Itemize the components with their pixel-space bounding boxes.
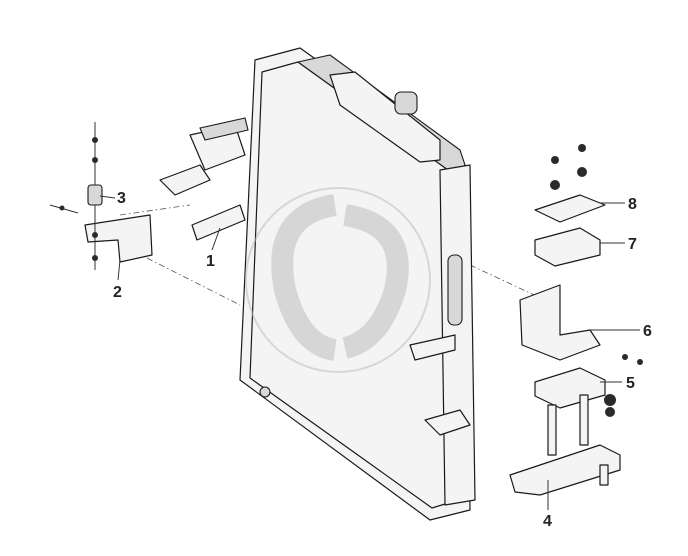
callout-4: 4: [543, 513, 552, 530]
part-8-clamp-plate: [534, 144, 606, 223]
callout-2: 2: [113, 284, 122, 301]
part-5-rubber-cushion: [534, 367, 616, 417]
leader-lines: [99, 195, 640, 510]
callout-5: 5: [626, 375, 635, 392]
part-1-strap: [191, 204, 246, 241]
watermark-logo: GD: [245, 187, 431, 373]
assembly-lines: [119, 204, 546, 306]
callout-1: 1: [206, 253, 215, 270]
callout-3: 3: [117, 190, 126, 207]
part-6-support-bracket: [519, 284, 643, 365]
callout-8: 8: [628, 196, 637, 213]
callout-6: 6: [643, 323, 652, 340]
callout-7: 7: [628, 236, 637, 253]
part-4-base-bracket: [509, 394, 621, 496]
radiator-top-mount: [159, 117, 249, 196]
radiator-core: [239, 47, 476, 521]
part-3-stud: [49, 122, 103, 270]
part-7-rubber-cushion: [534, 227, 601, 267]
